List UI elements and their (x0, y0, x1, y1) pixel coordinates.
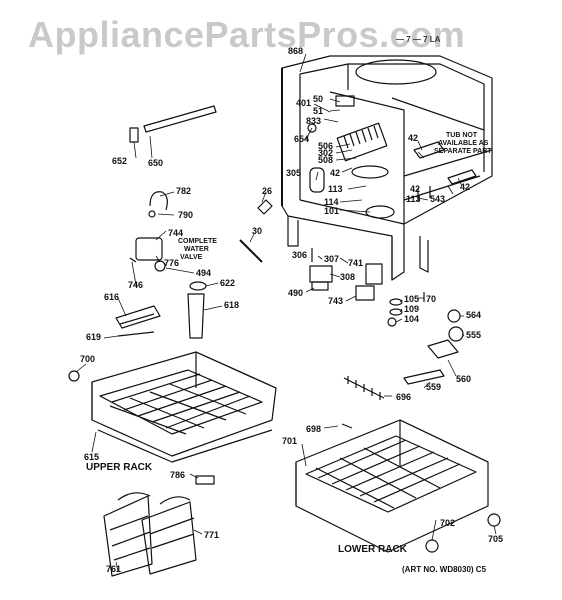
callout-761: 761 (106, 564, 122, 574)
callout-564: 564 (466, 310, 482, 320)
callout-401: 401 (296, 98, 312, 108)
callout-652: 652 (112, 156, 128, 166)
callout-30: 30 (252, 226, 263, 236)
callout-104: 104 (404, 314, 420, 324)
callout-101: 101 (324, 206, 340, 216)
callout-618: 618 (224, 300, 240, 310)
callout-26: 26 (262, 186, 273, 196)
lower-rack (195, 376, 501, 553)
callout-698: 698 (306, 424, 322, 434)
callout-50: 50 (313, 94, 324, 104)
note-complete-valve-1: COMPLETE (178, 238, 217, 245)
callout-51: 51 (313, 106, 324, 116)
callout-109: 109 (404, 304, 420, 314)
callout-42a: 42 (330, 168, 341, 178)
callout-308: 308 (340, 272, 356, 282)
callout-302: 302 (318, 148, 334, 158)
callout-490: 490 (288, 288, 304, 298)
callout-776: 776 (164, 258, 180, 268)
callout-833: 833 (306, 116, 322, 126)
fill-valve (129, 191, 168, 272)
door-gasket (129, 105, 217, 143)
callout-305: 305 (286, 168, 302, 178)
callout-771: 771 (204, 530, 220, 540)
callout-696: 696 (396, 392, 412, 402)
callout-42d: 42 (460, 182, 471, 192)
note-tub-1: TUB NOT (446, 132, 478, 139)
callout-560: 560 (456, 374, 472, 384)
leader-lines (75, 53, 497, 573)
callout-619: 619 (86, 332, 102, 342)
callout-746: 746 (128, 280, 144, 290)
callout-743: 743 (328, 296, 344, 306)
callout-700: 700 (80, 354, 96, 364)
callout-555: 555 (466, 330, 482, 340)
callout-616: 616 (104, 292, 120, 302)
silverware-basket (103, 492, 197, 577)
tub-assembly (281, 55, 493, 281)
callout-114: 114 (324, 197, 339, 207)
callout-70: 70 (426, 294, 437, 304)
callout-559: 559 (426, 382, 442, 392)
callout-868: 868 (288, 46, 304, 56)
callout-702: 702 (440, 518, 456, 528)
callout-113a: 113 (328, 184, 343, 194)
note-tub-2: AVAILABLE AS (438, 140, 489, 147)
callout-105: 105 (404, 294, 420, 304)
watermark: AppliancePartsPros.com (28, 14, 466, 55)
note-complete-valve-3: VALVE (180, 254, 203, 261)
callout-705: 705 (488, 534, 504, 544)
corner-fragment: — 7 — 7 LA (396, 35, 441, 44)
callout-782: 782 (176, 186, 192, 196)
callout-42c: 42 (410, 184, 421, 194)
callout-744: 744 (168, 228, 184, 238)
callout-543: 543 (430, 194, 446, 204)
callout-654: 654 (294, 134, 310, 144)
callout-494: 494 (196, 268, 212, 278)
upper-rack (68, 351, 277, 463)
callout-786: 786 (170, 470, 186, 480)
callout-113b: 113 (406, 194, 421, 204)
callout-508: 508 (318, 155, 334, 165)
callout-741: 741 (348, 258, 364, 268)
callout-790: 790 (178, 210, 194, 220)
upper-rack-label: UPPER RACK (86, 462, 153, 473)
callout-42b: 42 (408, 133, 419, 143)
callout-650: 650 (148, 158, 164, 168)
callout-622: 622 (220, 278, 236, 288)
callout-506: 506 (318, 141, 334, 151)
art-number: (ART NO. WD8030) C5 (402, 565, 487, 574)
note-complete-valve-2: WATER (184, 246, 209, 253)
note-tub-3: SEPARATE PART (434, 148, 492, 155)
lower-rack-label: LOWER RACK (338, 544, 407, 555)
callout-615: 615 (84, 452, 100, 462)
callout-307: 307 (324, 254, 340, 264)
callout-701: 701 (282, 436, 298, 446)
callout-306: 306 (292, 250, 308, 260)
